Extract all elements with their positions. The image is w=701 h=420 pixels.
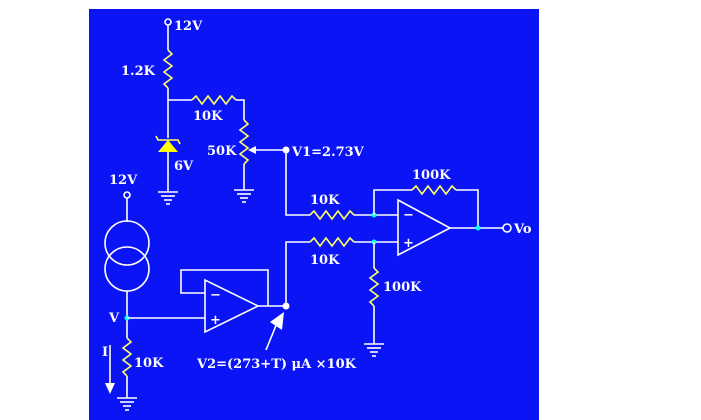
ground-pot bbox=[234, 189, 254, 203]
label-v2: V2=(273+T) μA ×10K bbox=[196, 357, 357, 372]
label-vo: Vo bbox=[513, 222, 532, 237]
resistor-10k-top bbox=[191, 94, 237, 106]
opamp-buffer-minus-sign: − bbox=[210, 288, 221, 303]
wire-feedback-right bbox=[456, 189, 479, 228]
label-r-10k-minus: 10K bbox=[310, 193, 340, 208]
resistor-10k-sense bbox=[121, 337, 133, 377]
wire-feedback-left bbox=[373, 189, 412, 215]
opamp-output-plus-sign: + bbox=[403, 236, 414, 251]
label-zener: 6V bbox=[174, 159, 194, 174]
potentiometer-50k bbox=[238, 119, 250, 165]
resistor-100k-ground bbox=[368, 267, 380, 307]
resistor-1-2k bbox=[162, 49, 174, 89]
supply-terminal-top bbox=[164, 18, 172, 26]
ground-zener bbox=[158, 191, 178, 205]
label-r-100k-feedback: 100K bbox=[412, 168, 451, 183]
supply-terminal-left bbox=[123, 191, 131, 199]
wire-to-pot-top bbox=[236, 99, 245, 120]
opamp-buffer-plus-sign: + bbox=[210, 313, 221, 328]
pot-wiper-arrow bbox=[248, 146, 256, 154]
v2-pointer-head bbox=[270, 312, 284, 330]
label-r-100k-ground: 100K bbox=[383, 280, 422, 295]
resistor-10k-in-minus bbox=[309, 209, 355, 221]
label-left-supply: 12V bbox=[109, 173, 138, 188]
node-output bbox=[475, 225, 481, 231]
current-arrow-head bbox=[105, 383, 115, 394]
wire-v2-to-10k bbox=[285, 241, 310, 305]
output-terminal bbox=[502, 223, 512, 233]
label-r-10k-top: 10K bbox=[193, 109, 223, 124]
opamp-output-minus-sign: − bbox=[403, 208, 414, 223]
label-r-1-2k: 1.2K bbox=[121, 64, 156, 79]
ground-plus bbox=[364, 343, 384, 357]
opamp-output bbox=[397, 198, 452, 257]
label-r-10k-plus: 10K bbox=[310, 253, 340, 268]
wire-v1-to-10k bbox=[285, 150, 310, 216]
zener-diode-6v bbox=[155, 135, 181, 152]
wire-buffer-feedback bbox=[180, 269, 269, 306]
label-current: I bbox=[102, 345, 108, 360]
ground-sense bbox=[117, 397, 137, 411]
label-top-supply: 12V bbox=[174, 19, 203, 34]
resistor-100k-feedback bbox=[411, 184, 457, 196]
label-r-10k-sense: 10K bbox=[134, 356, 164, 371]
current-source bbox=[104, 220, 150, 292]
opamp-buffer bbox=[204, 278, 260, 334]
v2-pointer-line bbox=[265, 322, 278, 351]
label-v1: V1=2.73V bbox=[291, 145, 365, 160]
label-node-v: V bbox=[108, 311, 120, 326]
schematic-panel bbox=[89, 9, 539, 420]
node-v2 bbox=[282, 302, 290, 310]
label-pot-50k: 50K bbox=[207, 144, 237, 159]
resistor-10k-in-plus bbox=[309, 236, 355, 248]
